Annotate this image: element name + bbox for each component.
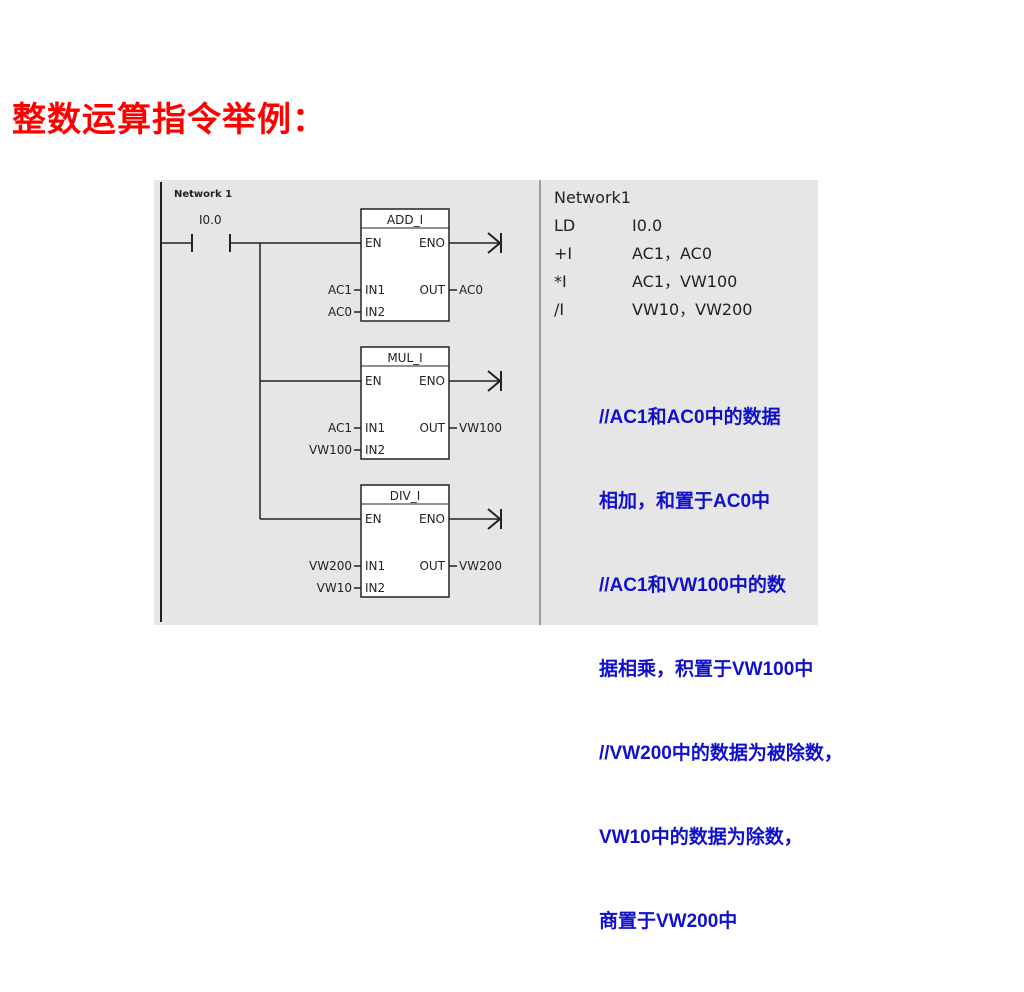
stl-row: LD I0.0 xyxy=(554,212,752,240)
in2-pin: IN2 xyxy=(365,305,385,319)
eno-pin: ENO xyxy=(419,236,445,250)
block-name: DIV_I xyxy=(390,489,421,503)
block-name: MUL_I xyxy=(387,351,422,365)
stl-op: +I xyxy=(554,244,573,263)
stl-row: /I VW10，VW200 xyxy=(554,296,752,324)
stl-op: LD xyxy=(554,216,576,235)
comment-line: //VW200中的数据为被除数， xyxy=(599,743,843,764)
en-pin: EN xyxy=(365,512,382,526)
in2-value: VW10 xyxy=(317,581,352,595)
in2-pin: IN2 xyxy=(365,443,385,457)
comment-line: VW10中的数据为除数， xyxy=(599,827,803,848)
mul-i-block: MUL_I EN ENO IN1 OUT IN2 AC1 VW100 VW100 xyxy=(309,346,502,460)
stl-operand: I0.0 xyxy=(632,216,663,235)
ladder-stl-figure: Network 1 I0.0 ADD_I EN ENO IN1 OUT IN2 … xyxy=(154,180,843,932)
en-pin: EN xyxy=(365,236,382,250)
network-label: Network 1 xyxy=(174,189,232,200)
in1-pin: IN1 xyxy=(365,283,385,297)
block-name: ADD_I xyxy=(387,213,423,227)
in1-pin: IN1 xyxy=(365,421,385,435)
stl-op: *I xyxy=(554,272,567,291)
eno-pin: ENO xyxy=(419,374,445,388)
out-pin: OUT xyxy=(419,283,445,297)
stl-op: /I xyxy=(554,300,565,319)
comment-line: 据相乘，积置于VW100中 xyxy=(599,659,814,680)
out-value: VW100 xyxy=(459,421,502,435)
comment-line: //AC1和AC0中的数据 xyxy=(599,407,781,428)
stl-operand: AC1，VW100 xyxy=(632,272,738,291)
comment-block: //AC1和AC0中的数据 相加，和置于AC0中 //AC1和VW100中的数 … xyxy=(599,348,843,992)
slide-title: 整数运算指令举例： xyxy=(12,100,327,140)
stl-listing: Network1 LD I0.0 +I AC1，AC0 *I AC1，VW100… xyxy=(554,184,752,324)
eno-pin: ENO xyxy=(419,512,445,526)
comment-line: //AC1和VW100中的数 xyxy=(599,575,786,596)
comment-line: 相加，和置于AC0中 xyxy=(599,491,771,512)
contact-label: I0.0 xyxy=(199,213,222,227)
in1-value: VW200 xyxy=(309,559,352,573)
stl-operand: VW10，VW200 xyxy=(632,300,753,319)
in2-pin: IN2 xyxy=(365,581,385,595)
stl-header: Network1 xyxy=(554,188,631,207)
out-pin: OUT xyxy=(419,559,445,573)
out-value: VW200 xyxy=(459,559,502,573)
stl-row: *I AC1，VW100 xyxy=(554,268,752,296)
comment-line: 商置于VW200中 xyxy=(599,911,738,932)
out-pin: OUT xyxy=(419,421,445,435)
in2-value: AC0 xyxy=(328,305,352,319)
stl-operand: AC1，AC0 xyxy=(632,244,713,263)
en-pin: EN xyxy=(365,374,382,388)
div-i-block: DIV_I EN ENO IN1 OUT IN2 VW200 VW10 VW20… xyxy=(309,484,502,598)
add-i-block: ADD_I EN ENO IN1 OUT IN2 AC1 AC0 AC0 xyxy=(328,208,502,322)
ladder-diagram: Network 1 I0.0 ADD_I EN ENO IN1 OUT IN2 … xyxy=(160,180,541,625)
out-value: AC0 xyxy=(459,283,483,297)
in1-value: AC1 xyxy=(328,421,352,435)
stl-row: +I AC1，AC0 xyxy=(554,240,752,268)
in1-pin: IN1 xyxy=(365,559,385,573)
in1-value: AC1 xyxy=(328,283,352,297)
in2-value: VW100 xyxy=(309,443,352,457)
